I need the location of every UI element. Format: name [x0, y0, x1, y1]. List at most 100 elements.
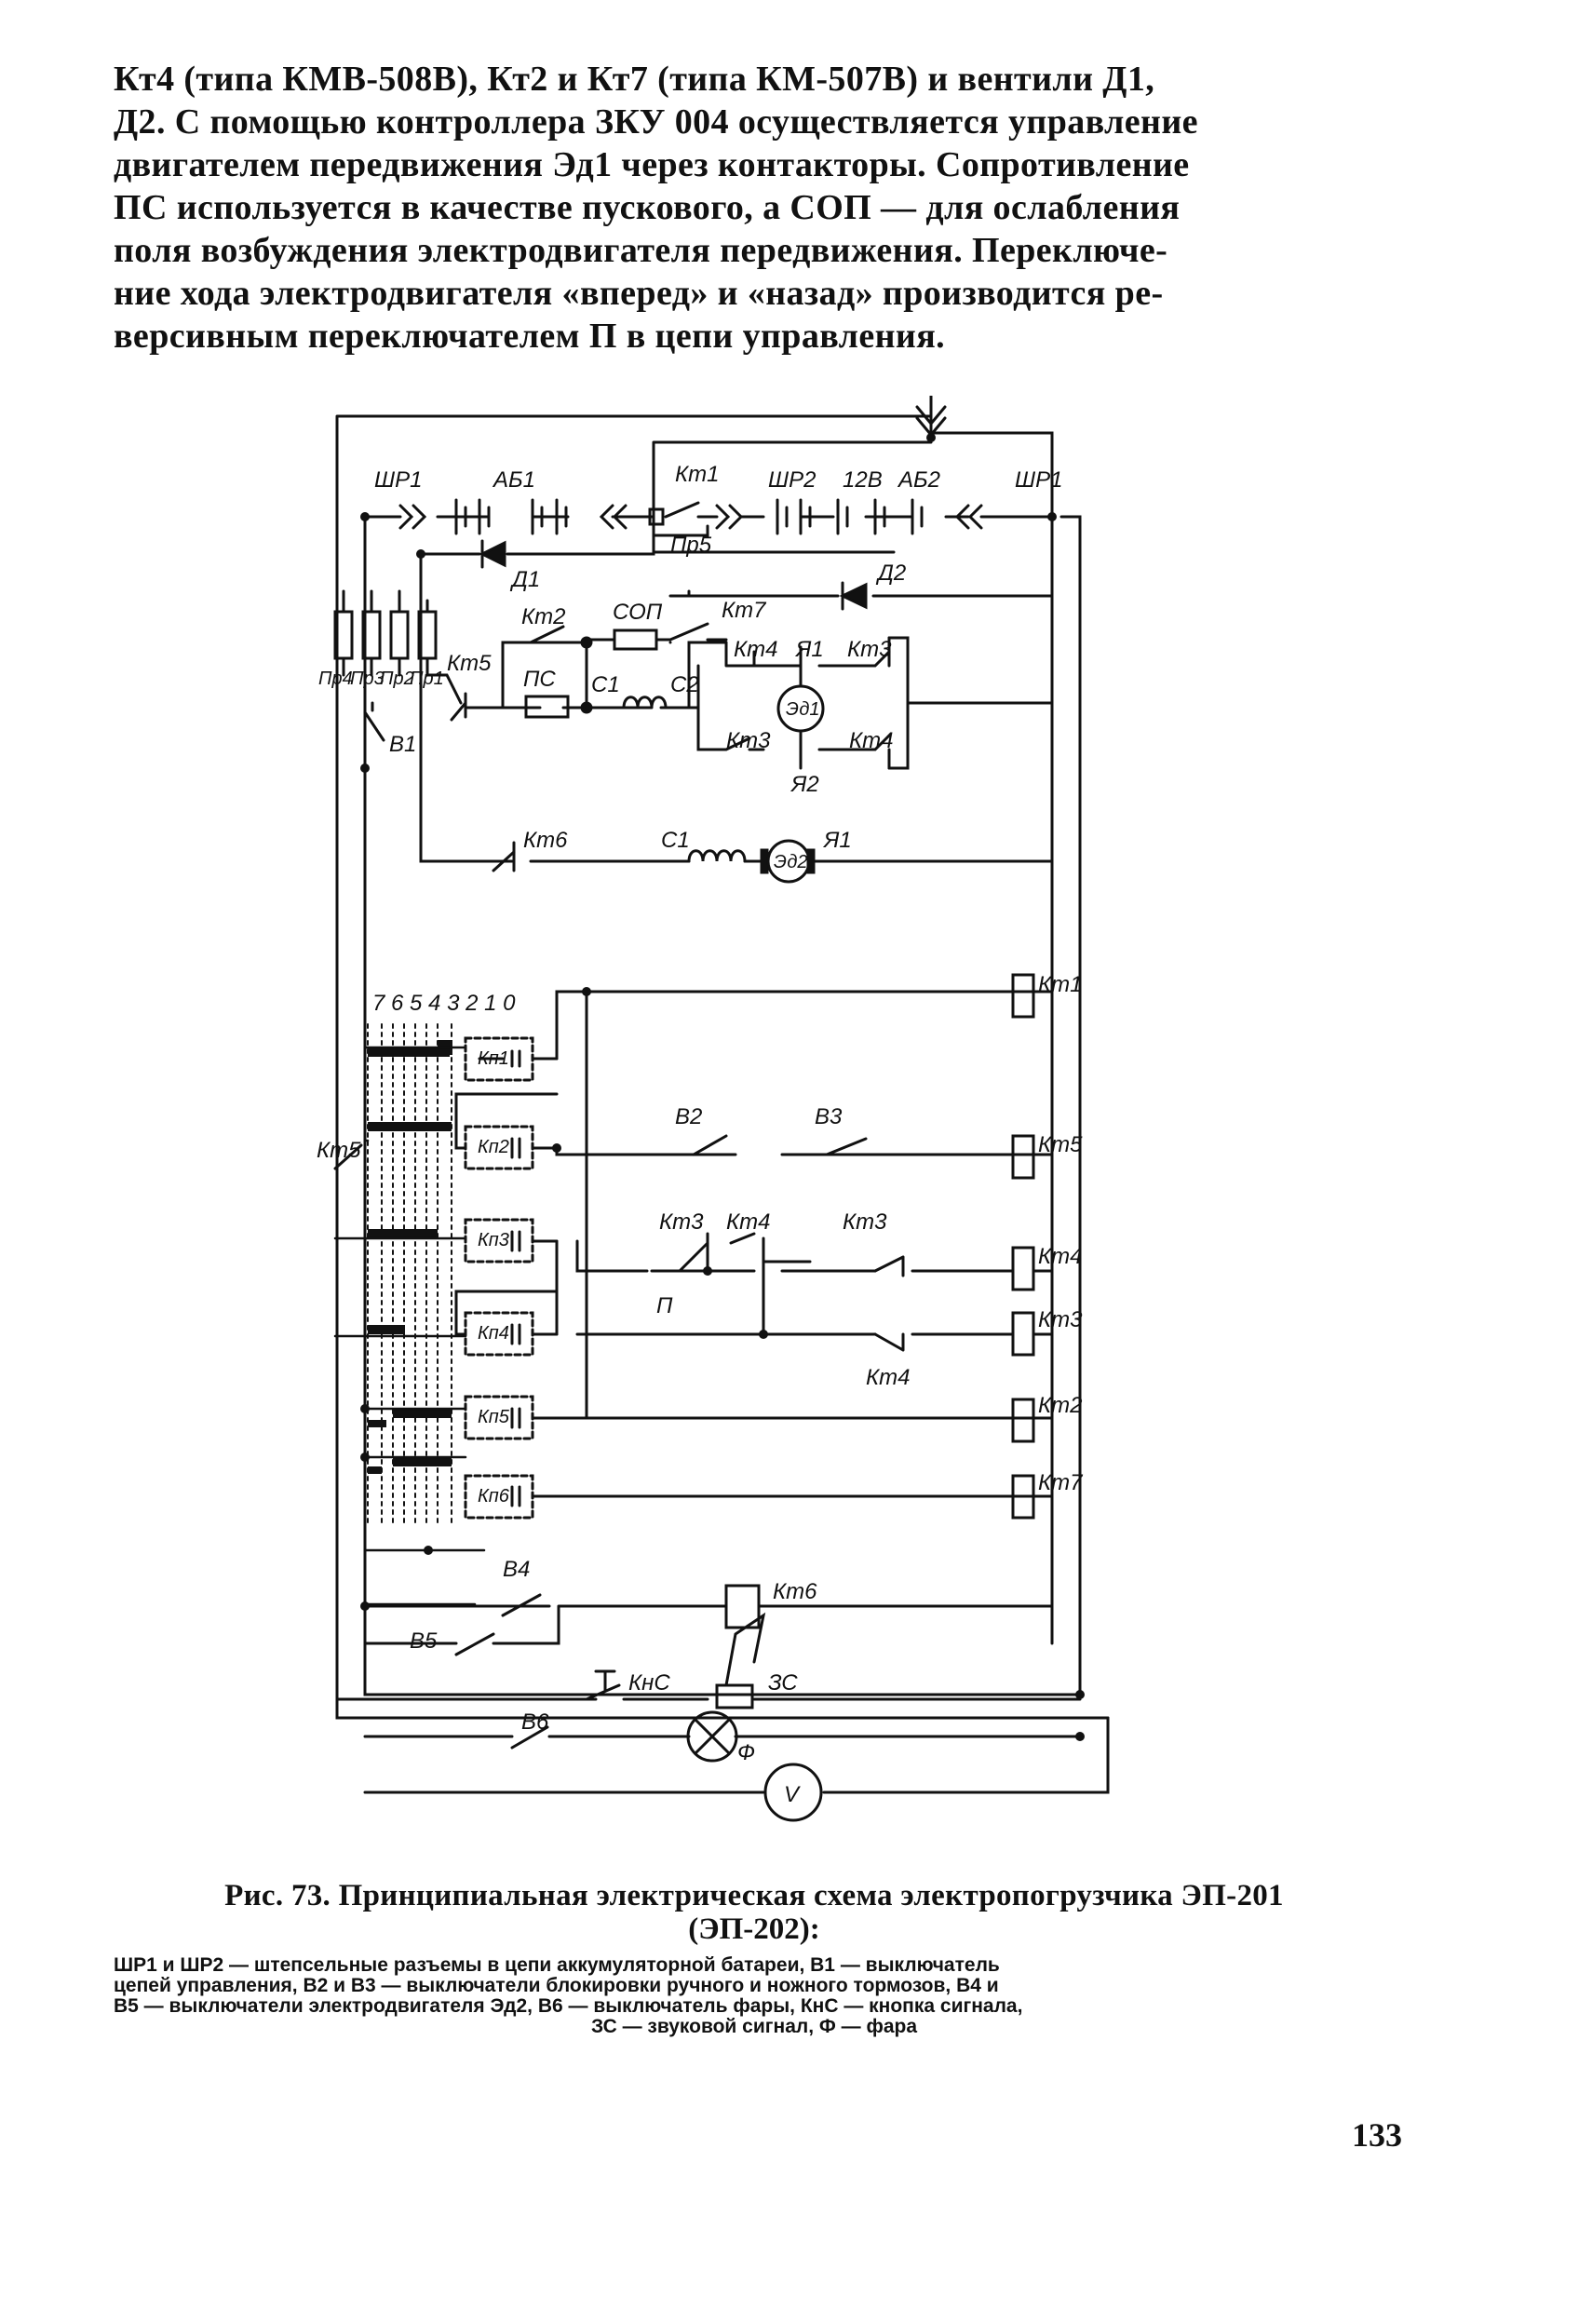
coil-kt2 — [1011, 1398, 1054, 1443]
fuse-pr4 — [333, 599, 354, 677]
label-d1: Д1 — [509, 567, 540, 592]
label-controller-positions: 7 6 5 4 3 2 1 0 — [372, 991, 516, 1016]
label-voltmeter: V — [784, 1782, 801, 1807]
label-c2-main: С2 — [670, 672, 699, 697]
fuse-pr3 — [361, 599, 382, 677]
connector-mid — [599, 504, 628, 530]
kt6-power-contact — [492, 841, 516, 872]
switch-b6 — [510, 1725, 549, 1750]
body-line: ние хода электродвигателя «вперед» и «на… — [114, 274, 1164, 313]
label-zs: ЗС — [768, 1670, 798, 1696]
label-pr2: Пр2 — [380, 669, 414, 689]
coil-kt7 — [1011, 1474, 1054, 1520]
battery-ab1 — [454, 498, 568, 535]
label-kp1: Кп1 — [478, 1048, 509, 1069]
label-kns: КнС — [628, 1670, 670, 1696]
label-b2: В2 — [675, 1104, 702, 1129]
label-ya2: Я2 — [790, 772, 819, 797]
label-pr5: Пр5 — [670, 533, 712, 558]
caption-subtitle: (ЭП-202): — [688, 1912, 820, 1946]
label-kt4-b: Кт4 — [849, 728, 893, 753]
label-p-switch: П — [656, 1293, 673, 1318]
label-shr2: ШР2 — [768, 467, 816, 493]
label-kp2: Кп2 — [478, 1137, 509, 1157]
label-pr1: Пр1 — [410, 669, 444, 689]
caption-title: Рис. 73. Принципиальная электрическая сх… — [224, 1879, 1284, 1912]
label-shr1-right: ШР1 — [1015, 467, 1062, 493]
reverse-switch-p — [650, 1232, 812, 1336]
label-kt3-ctrl2: Кт3 — [843, 1209, 887, 1235]
coil-kt4 — [873, 1246, 1054, 1291]
label-kp6: Кп6 — [478, 1486, 510, 1507]
label-kt5-power: Кт5 — [447, 651, 492, 676]
kp1-contact — [464, 1036, 559, 1082]
label-kt4-ctrl: Кт4 — [726, 1209, 770, 1235]
label-kt3-ctrl: Кт3 — [659, 1209, 704, 1235]
label-ed1: Эд1 — [786, 699, 820, 720]
label-d2: Д2 — [875, 561, 906, 586]
ctrl-right-feeds — [555, 990, 1054, 1498]
coil-kt1 — [1011, 973, 1035, 1019]
battery-ab2 — [776, 498, 924, 535]
ed2-circuit — [419, 594, 1054, 863]
label-coil-kt3: Кт3 — [1038, 1307, 1083, 1332]
kp3-contact — [464, 1218, 559, 1263]
label-b4: В4 — [503, 1557, 530, 1582]
label-kt7-power: Кт7 — [722, 598, 767, 623]
label-kt1-top: Кт1 — [675, 462, 719, 487]
coil-c1-pump — [687, 849, 747, 863]
label-kt2-power: Кт2 — [521, 604, 565, 629]
label-kt5-ctrl: Кт5 — [317, 1138, 361, 1163]
page-number: 133 — [1352, 2116, 1402, 2154]
label-coil-kt2: Кт2 — [1038, 1393, 1082, 1418]
label-ps: ПС — [523, 667, 556, 692]
b4-b5-wires — [363, 1604, 1054, 1645]
junction-dots — [360, 433, 1085, 1741]
label-shr1-left: ШР1 — [374, 467, 422, 493]
outer-wire — [335, 414, 1110, 1720]
kt5-ctrl-contact — [333, 1143, 363, 1170]
body-paragraph: Кт4 (типа КМВ-508В), Кт2 и Кт7 (типа КМ-… — [114, 58, 1395, 358]
connector-shr2 — [715, 504, 744, 530]
pr5-wire — [652, 524, 709, 537]
switch-v1 — [363, 701, 385, 742]
label-c1-main: С1 — [591, 672, 620, 697]
kp4-contact — [454, 1290, 559, 1357]
label-kp3: Кп3 — [478, 1230, 509, 1250]
fuse-pr1 — [417, 599, 438, 677]
label-ya1-pump: Я1 — [822, 828, 852, 853]
kp2-contact — [454, 1092, 559, 1170]
fuse-pr2 — [389, 599, 410, 677]
connector-shr1-right — [954, 504, 983, 530]
body-line: Кт4 (типа КМВ-508В), Кт2 и Кт7 (типа КМ-… — [114, 60, 1155, 99]
label-coil-kt4: Кт4 — [1038, 1244, 1082, 1269]
reverse-bridge — [687, 636, 891, 770]
label-kp4: Кп4 — [478, 1323, 509, 1344]
fuse-top-wire — [342, 580, 423, 602]
figure-caption: Рис. 73. Принципиальная электрическая сх… — [114, 1879, 1395, 1946]
voltmeter — [763, 1763, 823, 1822]
resistor-ps — [524, 695, 570, 719]
circuit-schematic: ШР1 АБ1 Кт1 Пр5 ШР2 12В АБ2 ШР1 Д1 Д2 Кт… — [317, 396, 1110, 1822]
field-coil-c1 — [585, 641, 728, 709]
label-coil-kt1: Кт1 — [1038, 972, 1082, 997]
lamp-fara — [686, 1710, 738, 1763]
label-kt3-b: Кт3 — [726, 728, 771, 753]
switch-b2 — [692, 1134, 728, 1156]
label-kt4-ctrl2: Кт4 — [866, 1365, 910, 1390]
body-line: двигателем передвижения Эд1 через контак… — [114, 145, 1190, 184]
label-ya1-main: Я1 — [794, 637, 824, 662]
body-line: Д2. С помощью контроллера ЗКУ 004 осущес… — [114, 102, 1198, 142]
label-12v: 12В — [843, 467, 883, 493]
resistor-sop — [585, 622, 728, 651]
coil-kt3 — [873, 1311, 1054, 1357]
label-b6: В6 — [521, 1709, 549, 1735]
label-b3: В3 — [815, 1104, 843, 1129]
label-ab1: АБ1 — [492, 467, 535, 493]
label-pr4: Пр4 — [318, 669, 353, 689]
voltmeter-rail — [363, 1716, 1110, 1794]
right-rail — [1059, 515, 1082, 1696]
d2-wire — [419, 552, 1054, 705]
body-line: поля возбуждения электродвигателя передв… — [114, 231, 1168, 270]
label-ed2: Эд2 — [774, 852, 808, 872]
